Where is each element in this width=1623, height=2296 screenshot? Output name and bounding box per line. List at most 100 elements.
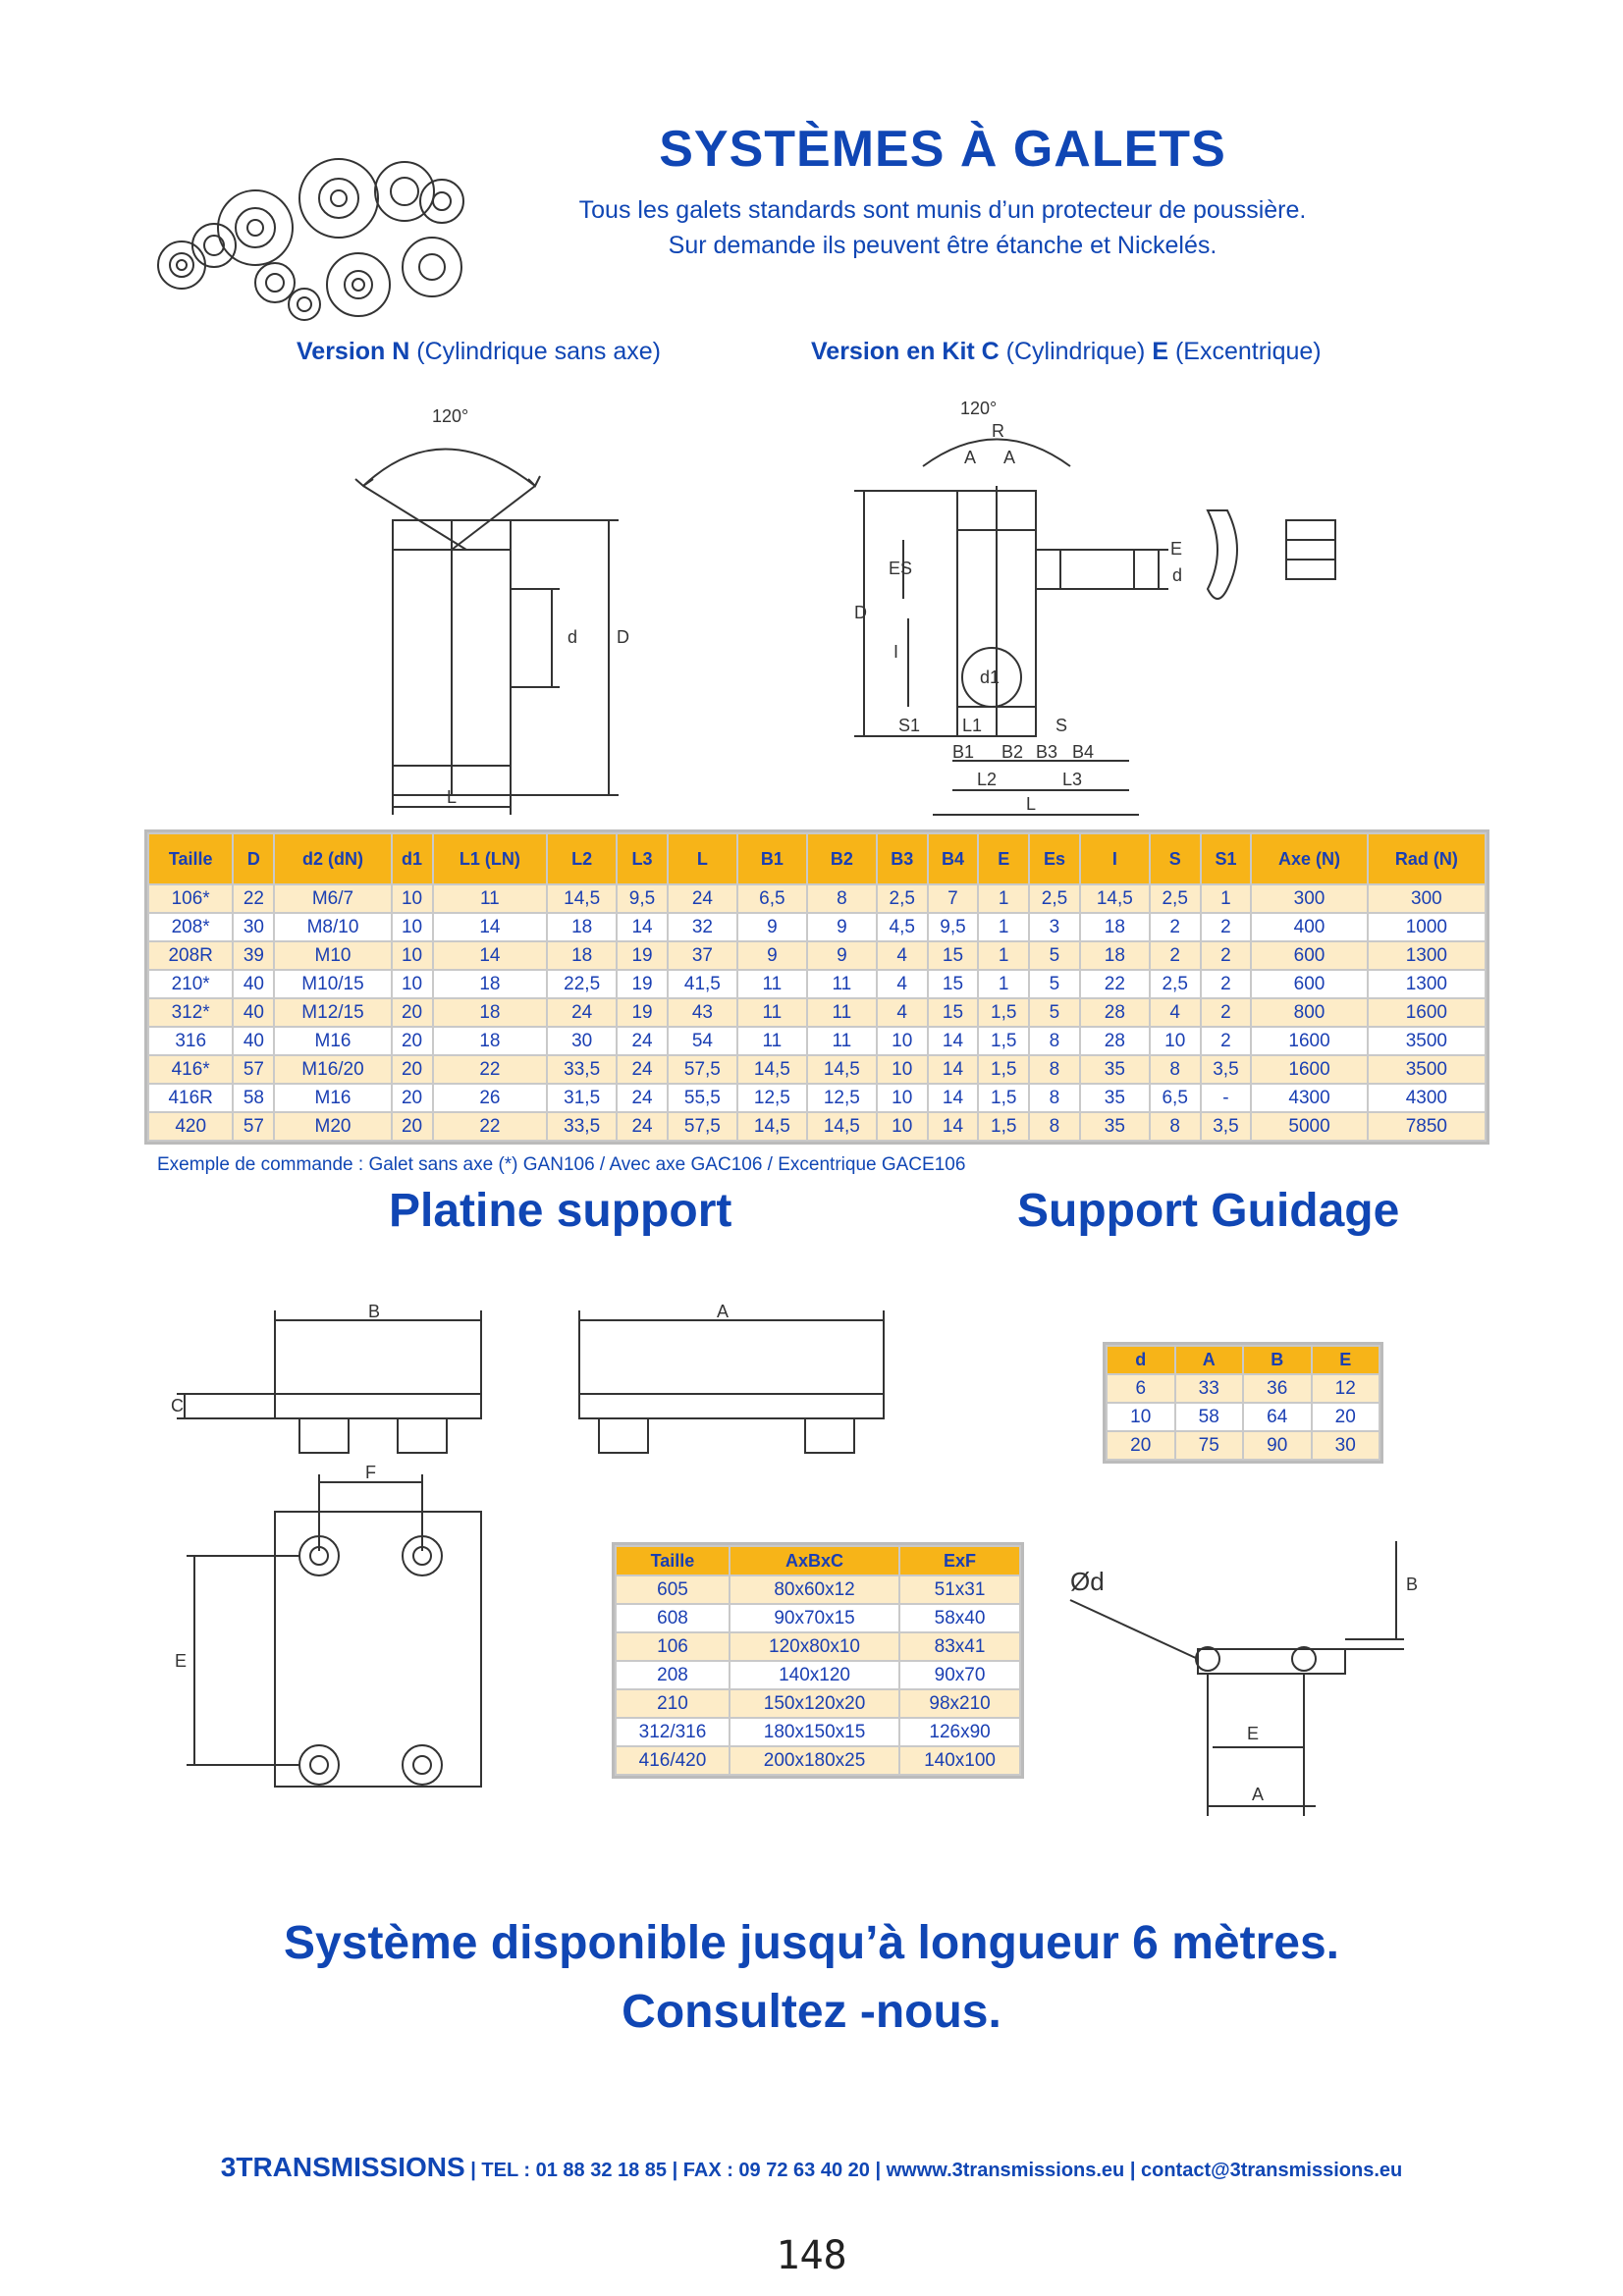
label-E: E <box>1170 539 1182 559</box>
galet-cell: 43 <box>666 997 738 1028</box>
galet-cell: 3 <box>1028 912 1081 942</box>
galet-cell: 3500 <box>1366 1054 1488 1085</box>
galet-cell: 1,5 <box>977 1026 1031 1056</box>
galet-cell: 2 <box>1199 997 1253 1028</box>
galet-cell: 40 <box>232 1026 276 1056</box>
galet-cell: 14 <box>926 1111 980 1142</box>
galet-cell: 400 <box>1250 912 1369 942</box>
galet-cell: 14,5 <box>1078 883 1151 914</box>
guidage-cell: 30 <box>1310 1430 1380 1461</box>
label-F: F <box>365 1463 376 1482</box>
galet-cell: 2,5 <box>1148 969 1202 999</box>
galet-cell: 18 <box>546 912 619 942</box>
galet-col-header: Es <box>1028 832 1081 885</box>
label-L1: L1 <box>962 716 982 735</box>
platine-cell: 98x210 <box>898 1688 1021 1719</box>
galet-cell: 312* <box>146 997 235 1028</box>
label-ES: ES <box>889 559 912 578</box>
galet-cell: 10 <box>875 1026 929 1056</box>
galet-cell: 18 <box>431 969 549 999</box>
label-A-right: A <box>1003 448 1015 467</box>
galet-col-header: B2 <box>805 832 878 885</box>
galet-cell: 1,5 <box>977 1054 1031 1085</box>
galet-cell: 11 <box>735 1026 808 1056</box>
galet-cell: M10/15 <box>273 969 393 999</box>
galet-cell: 22 <box>1078 969 1151 999</box>
label-d: d <box>568 627 577 647</box>
galet-cell: 18 <box>431 1026 549 1056</box>
galet-col-header: S <box>1148 832 1202 885</box>
galet-cell: 40 <box>232 997 276 1028</box>
galet-cell: 10 <box>1148 1026 1202 1056</box>
galet-cell: 4 <box>1148 997 1202 1028</box>
label-S1: S1 <box>898 716 920 735</box>
galet-cell: M16 <box>273 1083 393 1113</box>
galet-cell: 1 <box>977 969 1031 999</box>
galet-cell: 57 <box>232 1054 276 1085</box>
drawing-version-n: 120° d D L <box>354 406 629 815</box>
galet-cell: 11 <box>805 969 878 999</box>
galet-cell: 11 <box>735 969 808 999</box>
galet-cell: 14 <box>431 940 549 971</box>
galet-cell: 1600 <box>1250 1026 1369 1056</box>
galet-cell: 35 <box>1078 1111 1151 1142</box>
label-D-kit: D <box>854 603 867 622</box>
galet-cell: 5 <box>1028 940 1081 971</box>
guidage-col-header: d <box>1106 1345 1176 1375</box>
guidage-cell: 20 <box>1310 1402 1380 1432</box>
guidage-cell: 64 <box>1242 1402 1313 1432</box>
platine-cell: 90x70 <box>898 1660 1021 1690</box>
galet-cell: 8 <box>1028 1111 1081 1142</box>
galet-cell: 18 <box>1078 940 1151 971</box>
galet-cell: 30 <box>232 912 276 942</box>
subtitle-line-1: Tous les galets standards sont munis d’u… <box>578 196 1307 224</box>
galet-cell: 22 <box>431 1054 549 1085</box>
rollers-photo <box>157 158 464 321</box>
galet-cell: 2,5 <box>1028 883 1081 914</box>
galet-cell: 18 <box>546 940 619 971</box>
galet-cell: 420 <box>146 1111 235 1142</box>
galet-cell: 8 <box>1028 1026 1081 1056</box>
galet-cell: 18 <box>431 997 549 1028</box>
galet-cell: 1 <box>977 883 1031 914</box>
galet-cell: 10 <box>390 940 434 971</box>
galet-cell: 2,5 <box>875 883 929 914</box>
galet-cell: 11 <box>431 883 549 914</box>
guidage-col-header: A <box>1173 1345 1244 1375</box>
galet-cell: 26 <box>431 1083 549 1113</box>
platine-cell: 180x150x15 <box>728 1717 901 1747</box>
galet-cell: 10 <box>390 912 434 942</box>
galet-cell: 2 <box>1148 940 1202 971</box>
label-B2: B2 <box>1001 742 1023 762</box>
galet-col-header: B1 <box>735 832 808 885</box>
galet-cell: 14,5 <box>735 1054 808 1085</box>
galet-cell: 14,5 <box>546 883 619 914</box>
drawing-version-kit: 120° R A A d1 D ES I E d S1 L1 S B1 B2 B… <box>854 399 1336 816</box>
galet-cell: 5 <box>1028 969 1081 999</box>
platine-col-header: Taille <box>615 1545 730 1576</box>
galet-cell: 1600 <box>1250 1054 1369 1085</box>
label-angle: 120° <box>432 406 468 426</box>
galet-cell: 37 <box>666 940 738 971</box>
galet-col-header: D <box>232 832 276 885</box>
galet-cell: 1000 <box>1366 912 1488 942</box>
label-angle-kit: 120° <box>960 399 997 418</box>
galet-col-header: E <box>977 832 1031 885</box>
label-D: D <box>617 627 629 647</box>
guidage-cell: 90 <box>1242 1430 1313 1461</box>
galet-cell: 14 <box>431 912 549 942</box>
galet-cell: M10 <box>273 940 393 971</box>
label-L-kit: L <box>1026 794 1036 814</box>
galet-cell: 32 <box>666 912 738 942</box>
galet-cell: 14 <box>926 1054 980 1085</box>
label-E-guidage: E <box>1247 1724 1259 1743</box>
galet-cell: M8/10 <box>273 912 393 942</box>
platine-cell: 90x70x15 <box>728 1603 901 1633</box>
